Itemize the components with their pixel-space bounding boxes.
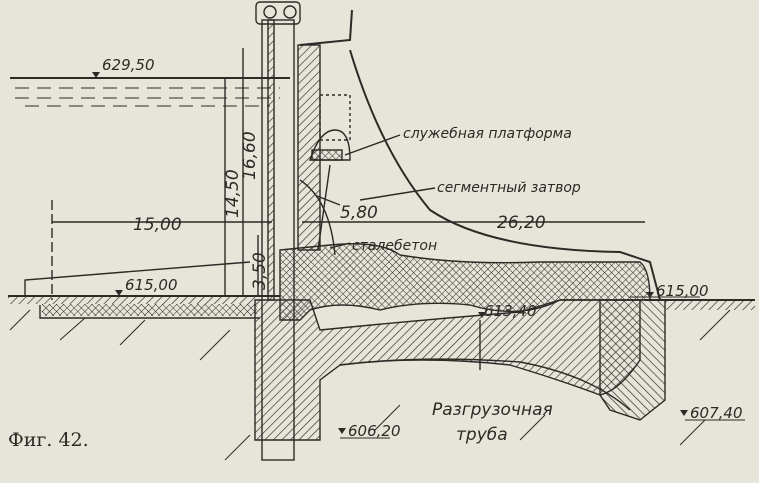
elevation-upstream-apron: 615,00	[125, 276, 178, 294]
label-service-platform: служебная платформа	[403, 126, 572, 142]
dimension-gate-radius: 5,80	[340, 203, 378, 223]
elevation-foundation-right: 607,40	[690, 404, 743, 422]
dimension-upstream-length: 15,00	[133, 215, 182, 235]
elevation-foundation-left: 606,20	[348, 422, 401, 440]
figure-caption: Фиг. 42.	[8, 429, 89, 451]
label-relief-pipe-2: труба	[456, 425, 508, 445]
label-segment-gate: сегментный затвор	[437, 180, 581, 196]
label-steel-concrete: сталебетон	[352, 238, 437, 254]
elevation-downstream-apron: 615,00	[656, 282, 709, 300]
label-relief-pipe-1: Разгрузочная	[432, 400, 553, 420]
elevation-stilling-floor: 613,40	[484, 302, 537, 320]
dimension-head: 14,50	[223, 169, 243, 218]
dimension-sill: 3,50	[250, 252, 270, 290]
elevation-headwater: 629,50	[102, 56, 155, 74]
dimension-downstream-length: 26,20	[497, 213, 546, 233]
dimension-gate-height: 16,60	[240, 131, 260, 180]
